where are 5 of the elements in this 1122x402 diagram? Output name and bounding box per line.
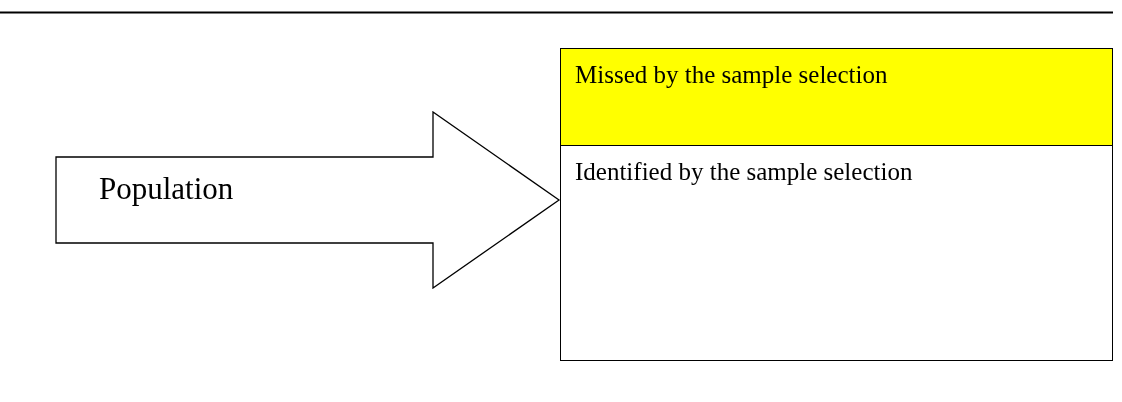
node-label: Population — [99, 171, 234, 207]
node-label: Missed by the sample selection — [575, 61, 888, 89]
node-label: Identified by the sample selection — [575, 158, 913, 186]
text-box — [560, 48, 1113, 146]
text-box — [560, 145, 1113, 361]
